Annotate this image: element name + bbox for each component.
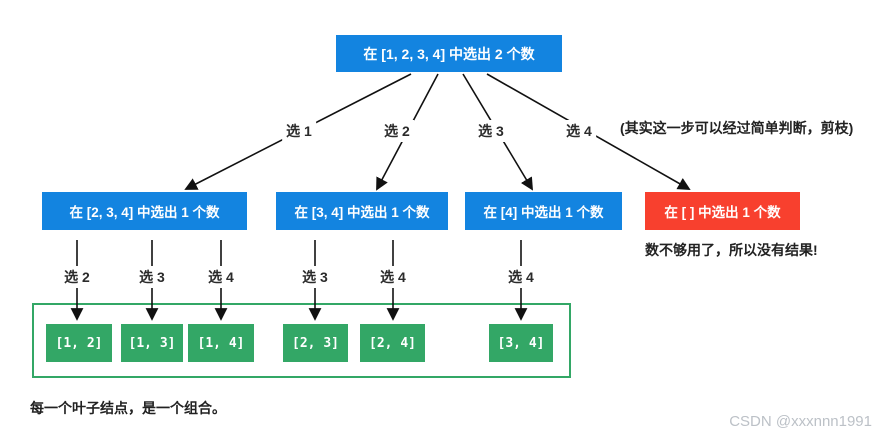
leaf-node-1-3: [1, 3] bbox=[121, 324, 183, 362]
edge-label-pick-4d: 选 4 bbox=[504, 266, 538, 288]
leaf-node-1-4: [1, 4] bbox=[188, 324, 254, 362]
edge-label-pick-4c: 选 4 bbox=[376, 266, 410, 288]
edge-label-pick-4b: 选 4 bbox=[204, 266, 238, 288]
edge-label-pick-1: 选 1 bbox=[282, 120, 316, 142]
caption: 每一个叶子结点，是一个组合。 bbox=[30, 400, 226, 416]
leaf-node-1-2: [1, 2] bbox=[46, 324, 112, 362]
prune-note: (其实这一步可以经过简单判断，剪枝) bbox=[620, 120, 854, 136]
root-node: 在 [1, 2, 3, 4] 中选出 2 个数 bbox=[336, 35, 562, 72]
edge-label-pick-2b: 选 2 bbox=[60, 266, 94, 288]
edge-label-pick-3c: 选 3 bbox=[298, 266, 332, 288]
dead-end-node: 在 [ ] 中选出 1 个数 bbox=[645, 192, 800, 230]
leaf-node-3-4: [3, 4] bbox=[489, 324, 553, 362]
edge-label-pick-2: 选 2 bbox=[380, 120, 414, 142]
edge-label-pick-3b: 选 3 bbox=[135, 266, 169, 288]
edge-label-pick-4: 选 4 bbox=[562, 120, 596, 142]
leaf-node-2-4: [2, 4] bbox=[360, 324, 425, 362]
edge-label-pick-3: 选 3 bbox=[474, 120, 508, 142]
level2-node-4: 在 [4] 中选出 1 个数 bbox=[465, 192, 622, 230]
watermark: CSDN @xxxnnn1991 bbox=[729, 413, 872, 430]
leaf-node-2-3: [2, 3] bbox=[283, 324, 348, 362]
level2-node-34: 在 [3, 4] 中选出 1 个数 bbox=[276, 192, 448, 230]
level2-node-234: 在 [2, 3, 4] 中选出 1 个数 bbox=[42, 192, 247, 230]
dead-end-note: 数不够用了，所以没有结果! bbox=[645, 242, 818, 258]
